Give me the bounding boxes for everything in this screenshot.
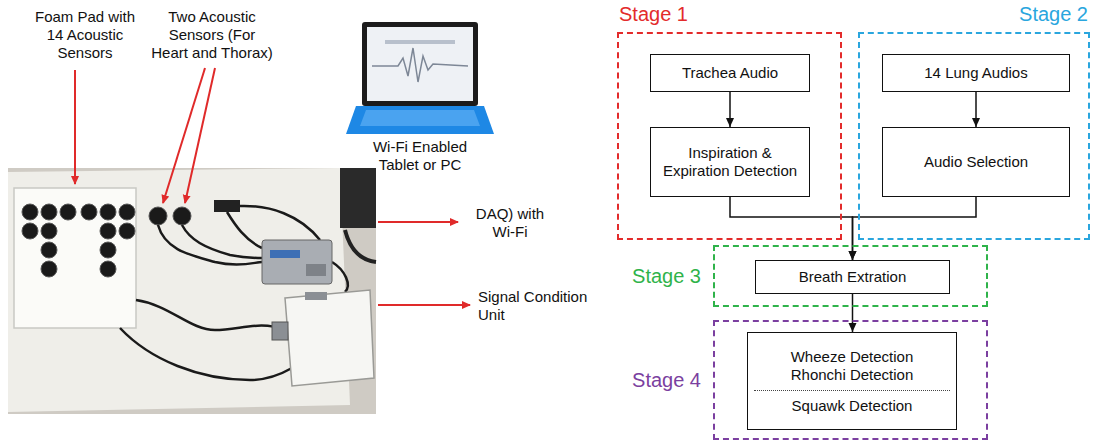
- flow-arrow: [975, 92, 977, 127]
- stage-region: Stage 1Trachea AudioInspiration & Expira…: [617, 32, 842, 240]
- stage-heading: Stage 3: [632, 264, 701, 288]
- annotation-label: Two Acoustic Sensors (For Heart and Thor…: [150, 8, 274, 62]
- box-text: Audio Selection: [924, 153, 1028, 171]
- photo: [8, 168, 376, 414]
- process-box: 14 Lung Audios: [882, 54, 1070, 92]
- stage-region: Stage 4Wheeze DetectionRhonchi Detection…: [713, 320, 988, 440]
- annotation-label: Foam Pad with 14 Acoustic Sensors: [30, 8, 140, 62]
- annotation-label: Wi-Fi Enabled Tablet or PC: [357, 138, 483, 174]
- box-text: Rhonchi Detection: [791, 366, 914, 384]
- flow-arrow: [729, 92, 731, 127]
- process-box: Breath Extration: [755, 260, 950, 294]
- annotation-label: Signal Condition Unit: [478, 288, 598, 324]
- box-text: Squawk Detection: [792, 397, 913, 415]
- stage-heading: Stage 2: [1019, 2, 1088, 26]
- flow-arrow: [852, 294, 854, 332]
- flow-arrow: [853, 197, 977, 260]
- leader-arrows: [75, 68, 470, 305]
- box-text: Breath Extration: [799, 268, 907, 286]
- stage-region: Stage 3Breath Extration: [713, 245, 988, 307]
- separator-line: [754, 390, 950, 391]
- stage-region: Stage 214 Lung AudiosAudio Selection: [858, 32, 1090, 240]
- process-box: Audio Selection: [882, 127, 1070, 197]
- laptop-icon: [346, 22, 494, 134]
- stage-heading: Stage 4: [632, 368, 701, 392]
- box-text: 14 Lung Audios: [924, 64, 1027, 82]
- stage-heading: Stage 1: [619, 2, 688, 26]
- process-box: Inspiration & Expiration Detection: [650, 127, 810, 197]
- box-text: Trachea Audio: [682, 64, 778, 82]
- process-box: Wheeze DetectionRhonchi DetectionSquawk …: [747, 332, 957, 430]
- flow-arrow: [730, 197, 853, 260]
- box-text: Wheeze Detection: [791, 348, 914, 366]
- process-box: Trachea Audio: [650, 54, 810, 92]
- annotation-label: DAQ) with Wi-Fi: [465, 205, 555, 241]
- box-text: Inspiration & Expiration Detection: [659, 144, 801, 180]
